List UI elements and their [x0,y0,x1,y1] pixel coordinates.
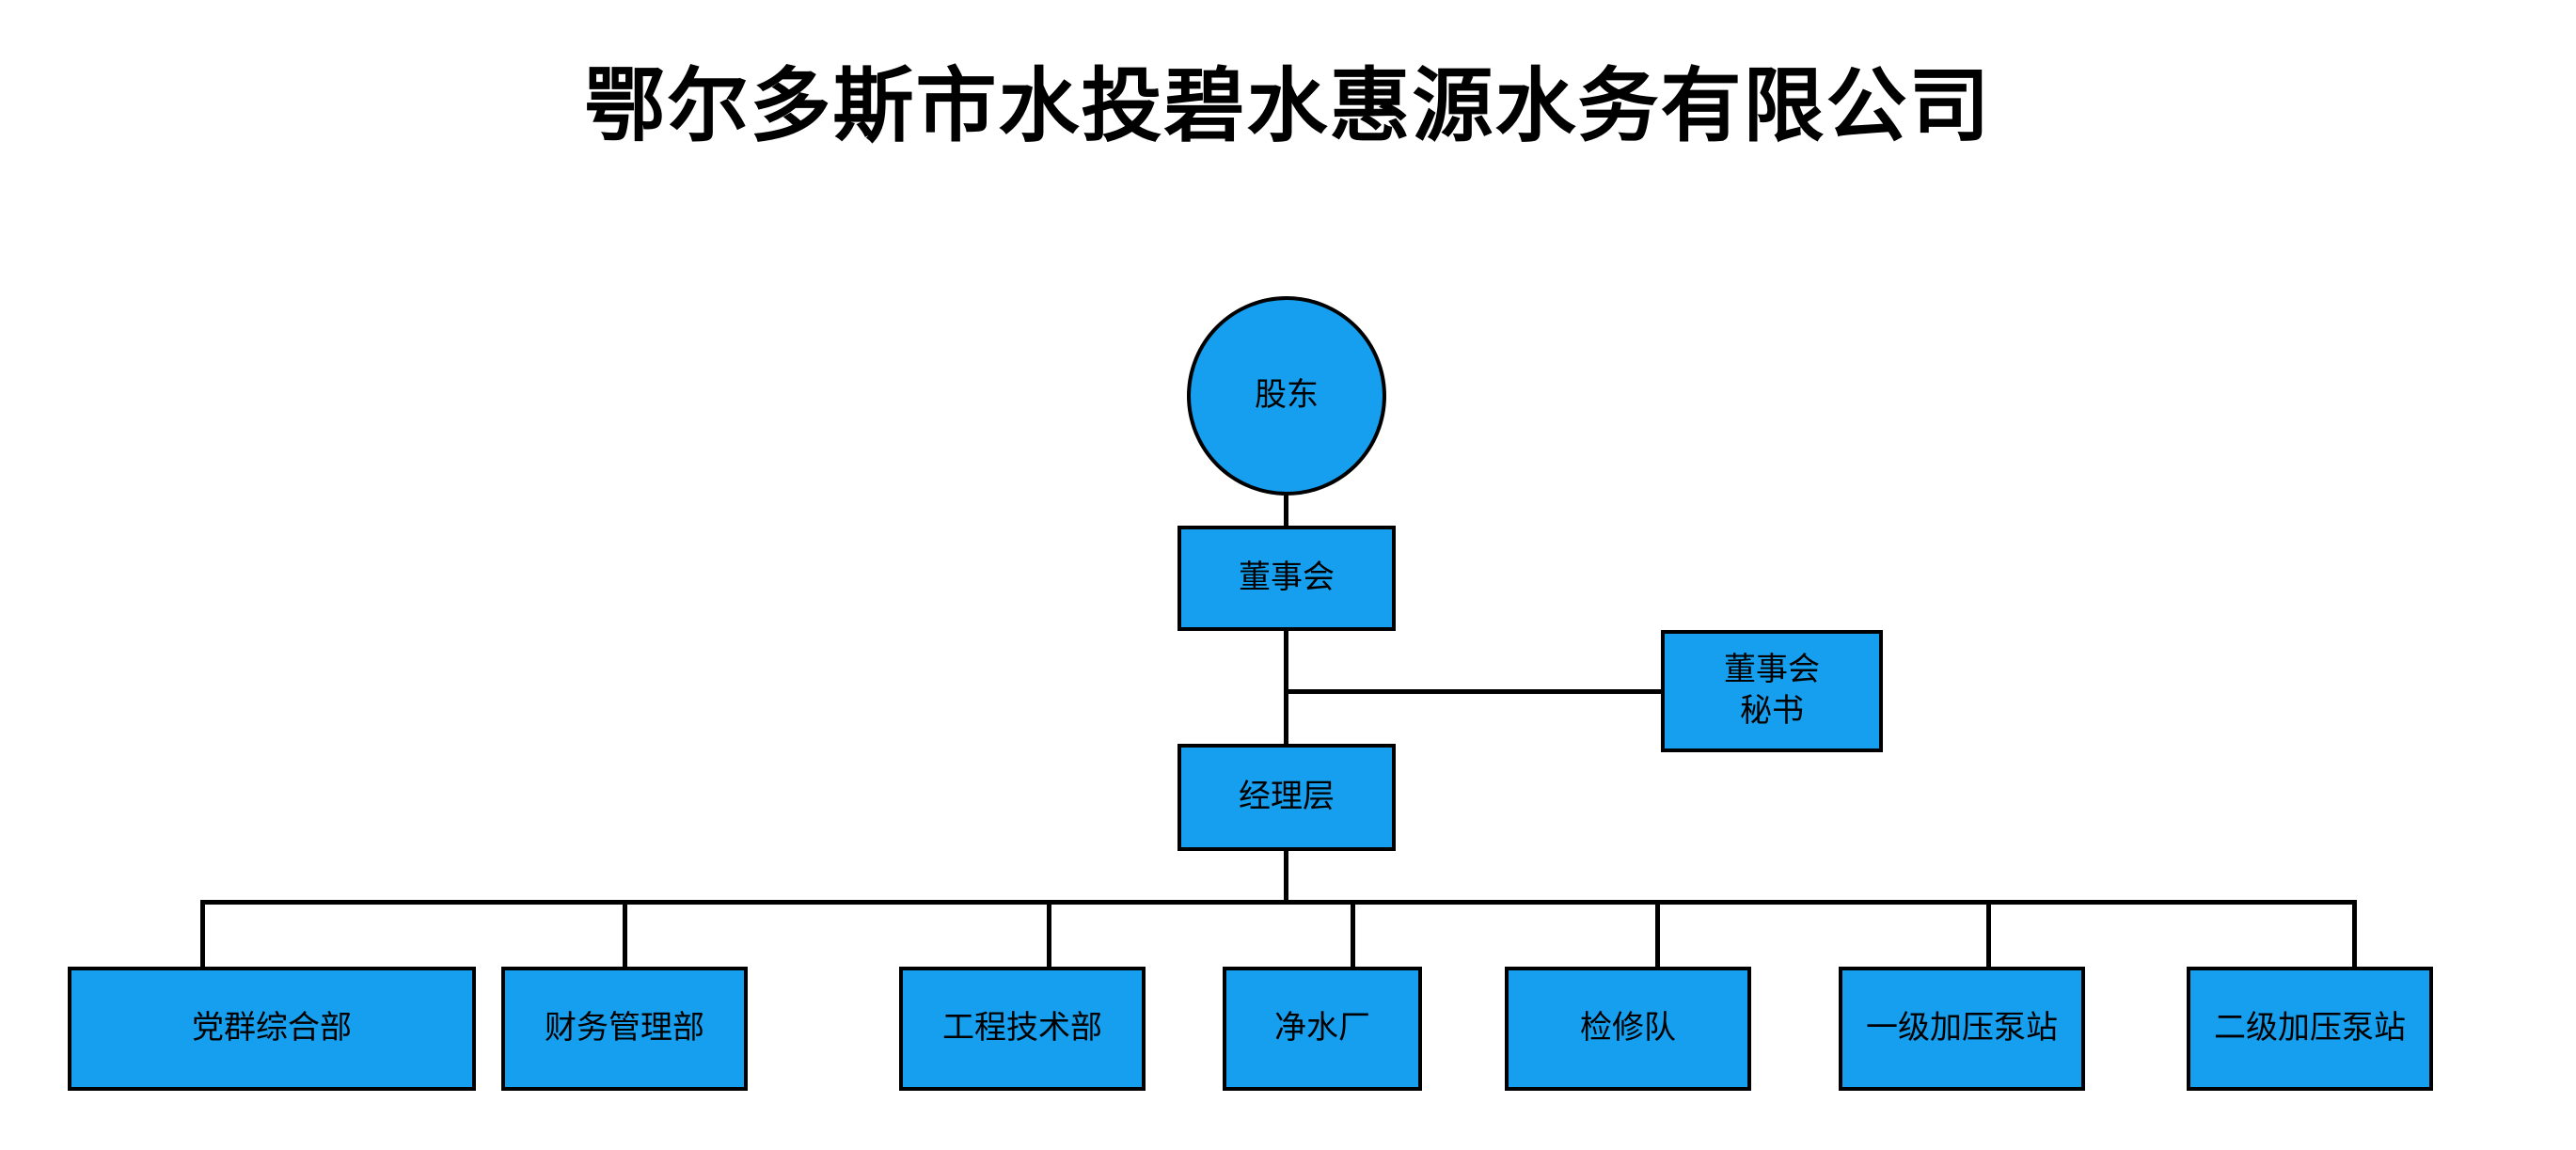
connector-bus-to-department-5 [1655,900,1660,968]
connector-department-bus [202,900,2355,905]
connector-board-to-management [1284,628,1288,748]
node-shareholders[interactable]: 股东 [1187,296,1386,496]
node-board-of-directors[interactable]: 董事会 [1177,526,1396,631]
node-board-secretary-label: 董事会 秘书 [1724,651,1820,730]
connector-board-to-secretary [1284,689,1664,694]
connector-bus-to-department-4 [1351,900,1355,968]
connector-bus-to-department-2 [623,900,627,968]
node-department-7[interactable]: 二级加压泵站 [2187,967,2433,1091]
connector-bus-to-department-7 [2352,900,2357,968]
connector-bus-to-department-1 [200,900,205,968]
node-department-3[interactable]: 工程技术部 [899,967,1146,1091]
node-department-4-label: 净水厂 [1274,1009,1370,1048]
node-department-7-label: 二级加压泵站 [2214,1009,2406,1048]
node-department-6[interactable]: 一级加压泵站 [1839,967,2085,1091]
node-board-of-directors-label: 董事会 [1239,559,1335,597]
node-board-secretary[interactable]: 董事会 秘书 [1661,630,1883,752]
node-management[interactable]: 经理层 [1177,744,1396,851]
connector-shareholders-to-board [1284,489,1288,530]
node-shareholders-label: 股东 [1255,376,1319,415]
node-department-1[interactable]: 党群综合部 [68,967,476,1091]
connector-management-to-bus [1284,850,1288,905]
connector-bus-to-department-6 [1986,900,1991,968]
node-department-2-label: 财务管理部 [545,1009,704,1048]
node-department-5-label: 检修队 [1580,1009,1676,1048]
page-title: 鄂尔多斯市水投碧水惠源水务有限公司 [584,59,1992,153]
node-department-1-label: 党群综合部 [192,1009,352,1048]
connector-bus-to-department-3 [1047,900,1051,968]
node-department-6-label: 一级加压泵站 [1866,1009,2058,1048]
node-department-4[interactable]: 净水厂 [1223,967,1422,1091]
node-department-5[interactable]: 检修队 [1505,967,1751,1091]
node-management-label: 经理层 [1239,778,1335,816]
node-department-3-label: 工程技术部 [942,1009,1102,1048]
node-department-2[interactable]: 财务管理部 [501,967,748,1091]
